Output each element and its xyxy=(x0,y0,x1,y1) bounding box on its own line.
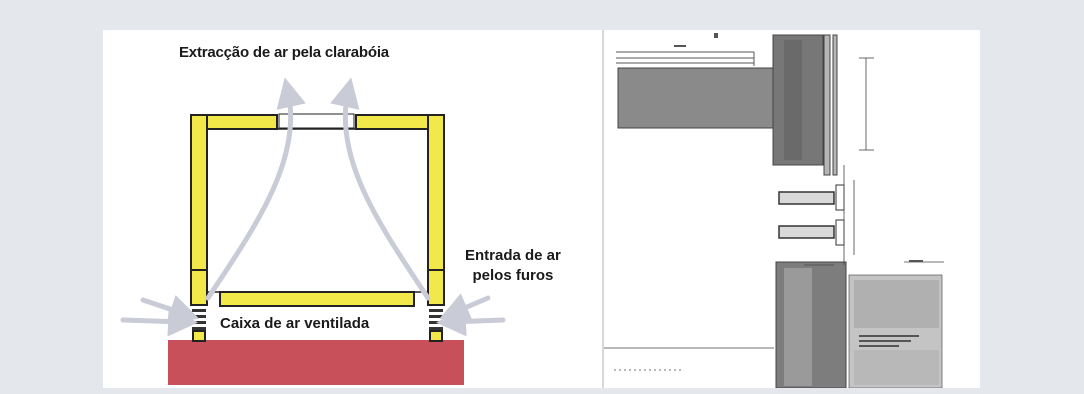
panel-divider xyxy=(602,30,604,388)
air-inlet-label-line1: Entrada de ar xyxy=(465,247,561,264)
foundation-block xyxy=(168,340,464,385)
ventilation-schematic xyxy=(120,77,506,385)
air-box-label: Caixa de ar ventilada xyxy=(220,315,370,332)
figure-panel: Extracção de ar pela clarabóia Entrada d… xyxy=(103,30,980,388)
section-drawing xyxy=(604,33,944,388)
concrete-slab xyxy=(617,67,774,129)
vent-holes-right xyxy=(429,309,443,330)
skylight-opening xyxy=(278,113,355,129)
air-inlet-label-line2: pelos furos xyxy=(472,267,554,284)
extraction-label: Extracção de ar pela clarabóia xyxy=(179,44,389,61)
air-inlet-label: Entrada de ar pelos furos xyxy=(465,246,561,286)
airflow-arrows xyxy=(120,77,506,337)
